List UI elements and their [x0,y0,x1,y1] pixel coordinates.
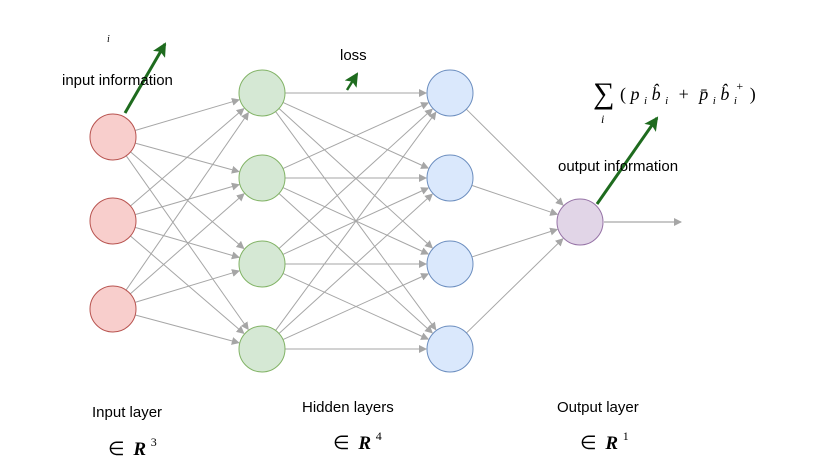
formula-pbar-index: i [713,95,716,107]
edge-input-3-to-hidden1-4 [135,314,240,345]
input-space-dim: 3 [151,435,157,449]
edge-hidden1-4-to-hidden2-2 [278,193,433,334]
formula-bhat2-sup: + [736,79,743,93]
edge-hidden2-2-to-output-1 [471,184,559,216]
hidden2-node-1 [426,69,474,117]
edge-input-1-to-hidden1-1 [134,97,240,131]
hidden-space-set: R [357,433,371,454]
formula-plus: + [679,84,689,104]
connection-edges [125,89,564,353]
hidden1-node-4 [238,325,286,373]
edge-input-2-to-hidden1-3 [134,226,240,260]
svg-text:( p i b̂: ( p i b̂ i + p̄ i b̂ i + ) [620,74,756,108]
input-space-symbol: ∈ [108,439,125,460]
edge-input-2-to-hidden1-4 [130,235,245,335]
formula-sum-symbol: ∑ [593,77,614,110]
output-information-arrow [595,116,659,205]
output-space-dim: 1 [623,429,629,443]
input-node-2 [89,197,137,245]
formula-open-paren: ( [620,84,626,105]
output-space-symbol: ∈ [580,433,597,454]
edge-input-2-to-hidden1-1 [130,107,245,207]
output-node-1 [556,198,604,246]
output-information-label: output information [558,158,678,175]
hidden-layers-title: Hidden layers [302,399,394,416]
formula-bhat-index: i [665,95,668,107]
formula-p-index: i [644,95,647,107]
hidden2-node-2 [426,154,474,202]
formula-sum-index: i [601,112,604,126]
input-node-3 [89,285,137,333]
output-layer-space: ∈ R 1 [580,429,629,454]
edge-hidden2-4-to-output-1 [466,238,564,334]
loss-arrow [344,72,359,91]
stray-index-label: i [107,34,110,45]
output-formula: ∑ i ( p i b̂ i + p̄ i b̂ i + ) [593,74,756,126]
edge-input-2-to-hidden1-2 [134,182,240,216]
output-layer-title: Output layer [557,399,639,416]
input-information-label: input information [62,72,173,89]
hidden1-node-2 [238,154,286,202]
edge-hidden2-3-to-output-1 [471,227,559,258]
edge-hidden1-4-to-hidden2-1 [275,111,437,331]
input-layer-title: Input layer [92,404,162,421]
edge-hidden1-2-to-hidden2-1 [282,102,430,169]
hidden1-node-1 [238,69,286,117]
formula-close-paren: ) [750,84,756,105]
hidden2-node-4 [426,325,474,373]
input-information-arrow [123,42,167,114]
edge-input-1-to-hidden1-3 [130,151,245,250]
formula-bhat: b̂ [652,83,661,104]
edge-input-3-to-hidden1-3 [134,269,240,303]
hidden2-node-3 [426,240,474,288]
hidden-space-symbol: ∈ [333,433,350,454]
hidden-layers-space: ∈ R 4 [333,429,382,454]
formula-pbar: p̄ [697,84,708,104]
input-space-set: R [132,439,146,460]
edge-input-3-to-hidden1-1 [125,111,249,291]
edge-hidden1-4-to-hidden2-3 [282,273,430,340]
edge-input-3-to-hidden1-2 [129,193,245,295]
formula-bhat2: b̂ [720,83,729,104]
hidden1-node-3 [238,240,286,288]
edge-hidden2-1-to-output-1 [465,108,564,206]
formula-p: p [629,84,640,104]
hidden-space-dim: 4 [376,429,382,443]
input-layer-space: ∈ R 3 [108,435,157,460]
loss-label: loss [340,47,367,64]
network-nodes [89,69,604,373]
formula-bhat2-index: i [734,95,737,107]
input-node-1 [89,113,137,161]
edge-hidden1-3-to-hidden2-1 [278,108,433,249]
output-space-set: R [604,433,618,454]
